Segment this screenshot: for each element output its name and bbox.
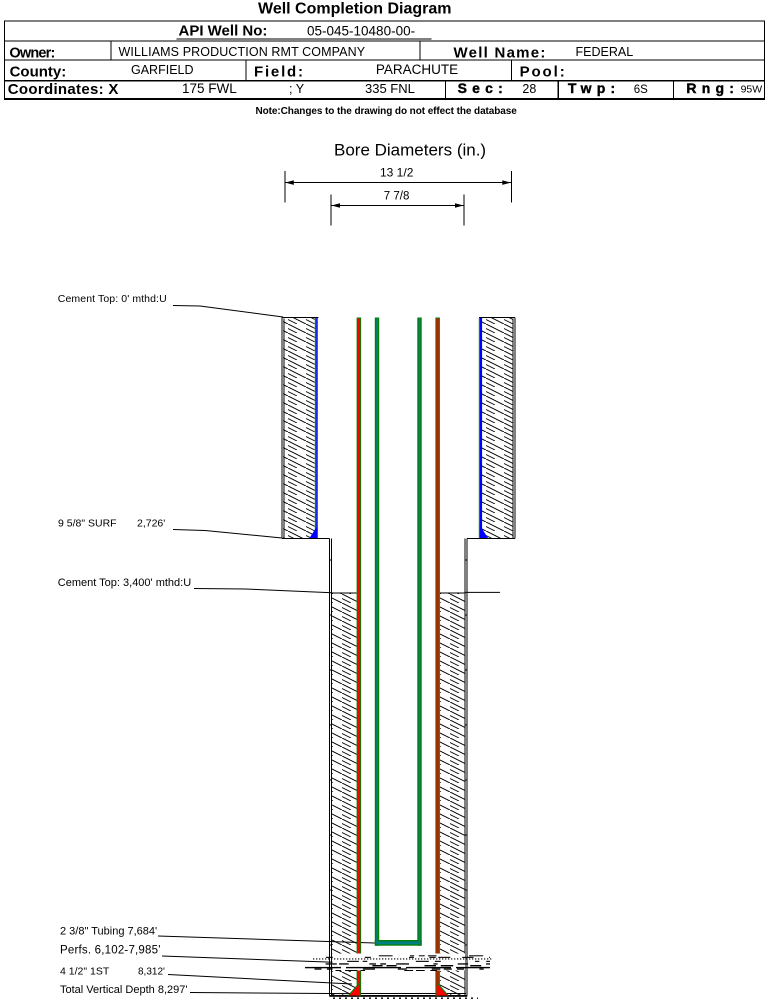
svg-text:County:: County: bbox=[10, 64, 67, 81]
svg-text:GARFIELD: GARFIELD bbox=[131, 63, 194, 77]
svg-text:9 5/8" SURF: 9 5/8" SURF bbox=[58, 518, 117, 530]
svg-text:Total Vertical Depth 8,297': Total Vertical Depth 8,297' bbox=[60, 984, 187, 996]
svg-text:175 FWL: 175 FWL bbox=[182, 81, 237, 96]
svg-text:; Y: ; Y bbox=[289, 82, 305, 96]
svg-text:FEDERAL: FEDERAL bbox=[576, 45, 634, 59]
svg-text:Twp:: Twp: bbox=[568, 80, 620, 96]
svg-text:WILLIAMS PRODUCTION RMT COMPAN: WILLIAMS PRODUCTION RMT COMPANY bbox=[119, 45, 366, 59]
svg-text:Well Completion Diagram: Well Completion Diagram bbox=[258, 1, 452, 18]
svg-text:Perfs. 6,102-7,985': Perfs. 6,102-7,985' bbox=[60, 944, 161, 956]
svg-text:Cement Top: 3,400' mthd:U: Cement Top: 3,400' mthd:U bbox=[58, 577, 191, 589]
svg-text:Well Name:: Well Name: bbox=[454, 45, 547, 62]
svg-text:13 1/2: 13 1/2 bbox=[380, 166, 414, 180]
svg-text:API Well No:: API Well No: bbox=[179, 23, 268, 40]
svg-text:05-045-10480-00-: 05-045-10480-00- bbox=[307, 24, 415, 39]
svg-text:6S: 6S bbox=[634, 84, 648, 96]
svg-text:4 1/2" 1ST: 4 1/2" 1ST bbox=[60, 966, 110, 978]
svg-text:Rng:: Rng: bbox=[686, 80, 739, 96]
svg-text:2,726': 2,726' bbox=[137, 518, 165, 530]
svg-text:28: 28 bbox=[522, 82, 536, 96]
svg-text:Sec:: Sec: bbox=[458, 80, 508, 96]
svg-text:7 7/8: 7 7/8 bbox=[384, 190, 410, 202]
svg-text:95W: 95W bbox=[741, 83, 763, 95]
svg-text:Field:: Field: bbox=[254, 64, 305, 81]
svg-text:PARACHUTE: PARACHUTE bbox=[376, 62, 458, 77]
svg-text:Pool:: Pool: bbox=[520, 64, 567, 81]
svg-text:Cement Top: 0' mthd:U: Cement Top: 0' mthd:U bbox=[58, 293, 167, 305]
svg-text:335 FNL: 335 FNL bbox=[365, 81, 415, 96]
svg-text:Bore Diameters (in.): Bore Diameters (in.) bbox=[334, 141, 486, 160]
svg-text:Owner:: Owner: bbox=[9, 46, 54, 62]
svg-text:Coordinates: X: Coordinates: X bbox=[8, 81, 119, 98]
svg-text:Note:Changes to the drawing do: Note:Changes to the drawing do not effec… bbox=[256, 106, 518, 117]
svg-text:2 3/8" Tubing 7,684': 2 3/8" Tubing 7,684' bbox=[60, 925, 157, 937]
svg-text:8,312': 8,312' bbox=[138, 967, 165, 978]
